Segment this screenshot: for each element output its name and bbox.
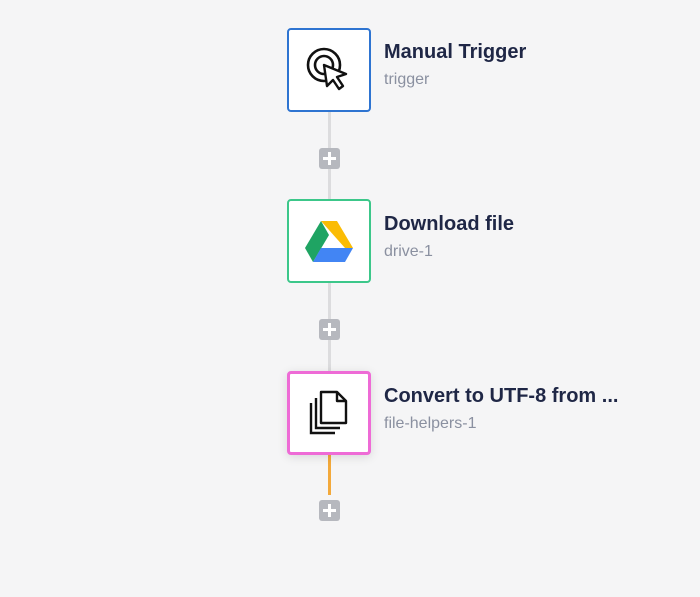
cursor-click-icon <box>306 47 348 91</box>
node-subtitle: trigger <box>384 71 430 88</box>
node-title: Manual Trigger <box>384 41 527 63</box>
node-subtitle: drive-1 <box>384 243 433 260</box>
node-manual-trigger[interactable] <box>287 28 371 112</box>
add-step-button[interactable] <box>319 319 340 340</box>
connector-convert-out <box>328 455 331 495</box>
node-label-download-file: Download file drive-1 <box>384 212 514 262</box>
add-step-button[interactable] <box>319 500 340 521</box>
node-subtitle: file-helpers-1 <box>384 415 477 432</box>
google-drive-icon <box>305 221 353 262</box>
node-label-manual-trigger: Manual Trigger trigger <box>384 40 526 90</box>
node-title: Download file <box>384 213 514 235</box>
node-title: Convert to UTF-8 from ... <box>384 385 619 407</box>
add-step-button[interactable] <box>319 148 340 169</box>
node-label-convert-utf8: Convert to UTF-8 from ... file-helpers-1 <box>384 384 618 434</box>
node-convert-utf8[interactable] <box>287 371 371 455</box>
node-download-file[interactable] <box>287 199 371 283</box>
files-copy-icon <box>309 390 348 435</box>
